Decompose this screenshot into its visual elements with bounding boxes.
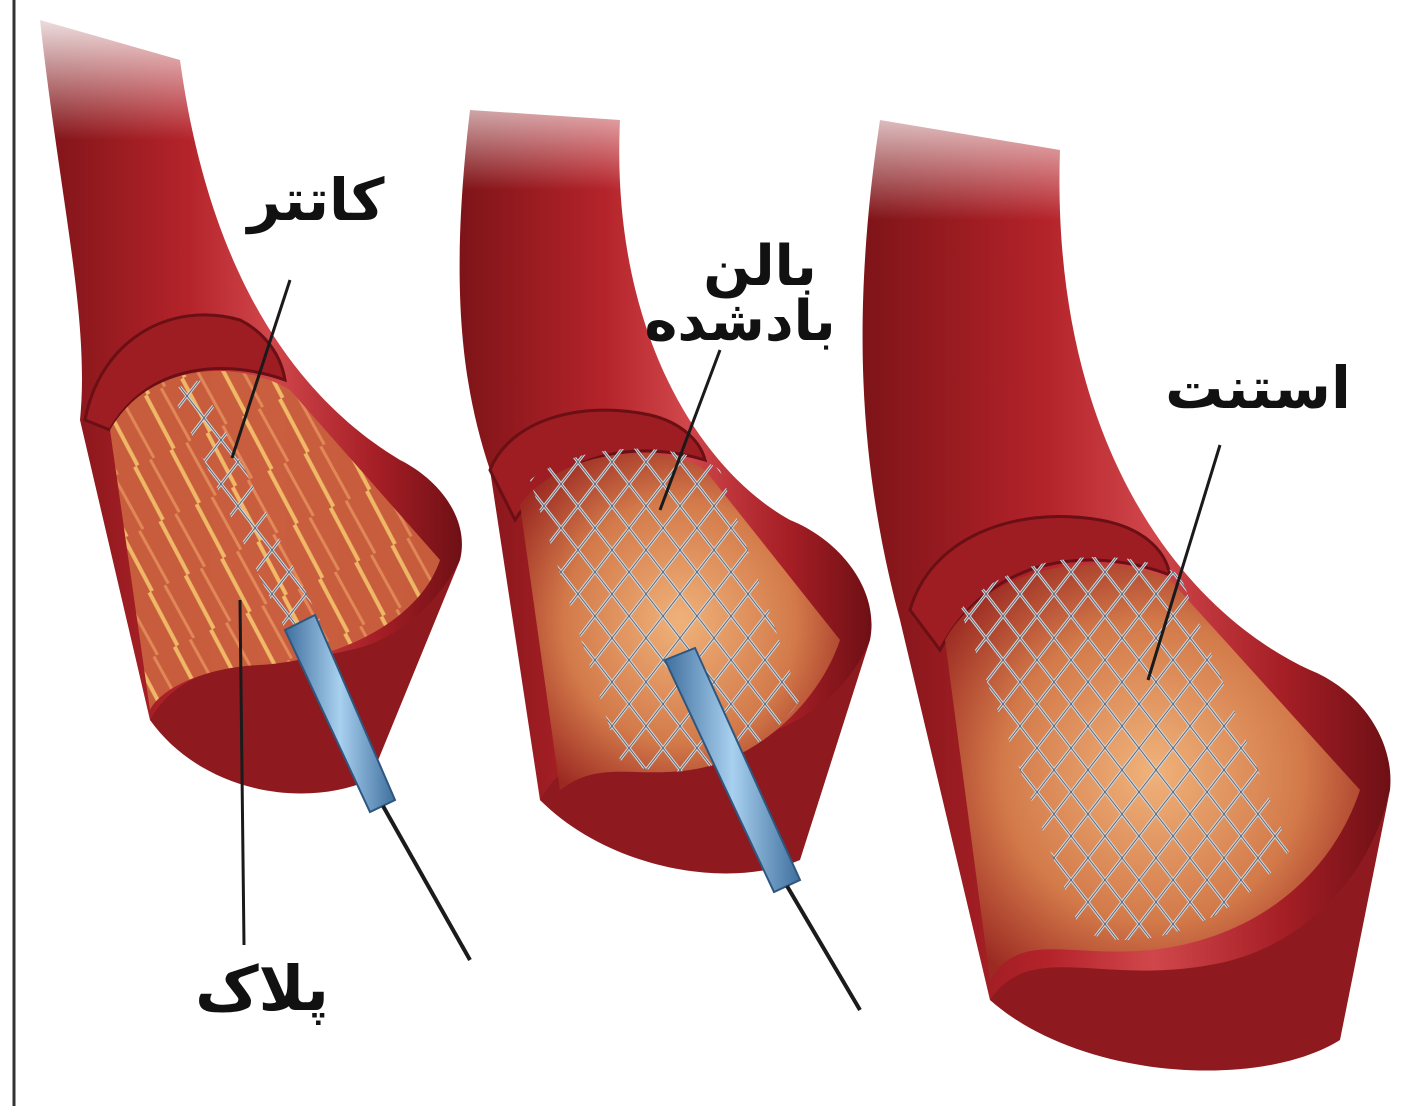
label-plaque: پلاک bbox=[195, 952, 329, 1025]
label-stent: استنت bbox=[1165, 354, 1351, 422]
vessel-fade bbox=[20, 0, 220, 140]
guide-wire bbox=[383, 806, 470, 960]
label-catheter: کاتتر bbox=[244, 166, 384, 235]
guide-wire bbox=[787, 886, 860, 1010]
vessel-balloon-stage bbox=[440, 60, 872, 1010]
vessel-fade bbox=[850, 80, 1110, 220]
vessel-catheter-stage bbox=[20, 0, 470, 960]
vessel-stent-stage bbox=[850, 80, 1390, 1071]
label-balloon-line2: بادشده bbox=[644, 289, 835, 354]
vessel-fade bbox=[440, 60, 660, 190]
